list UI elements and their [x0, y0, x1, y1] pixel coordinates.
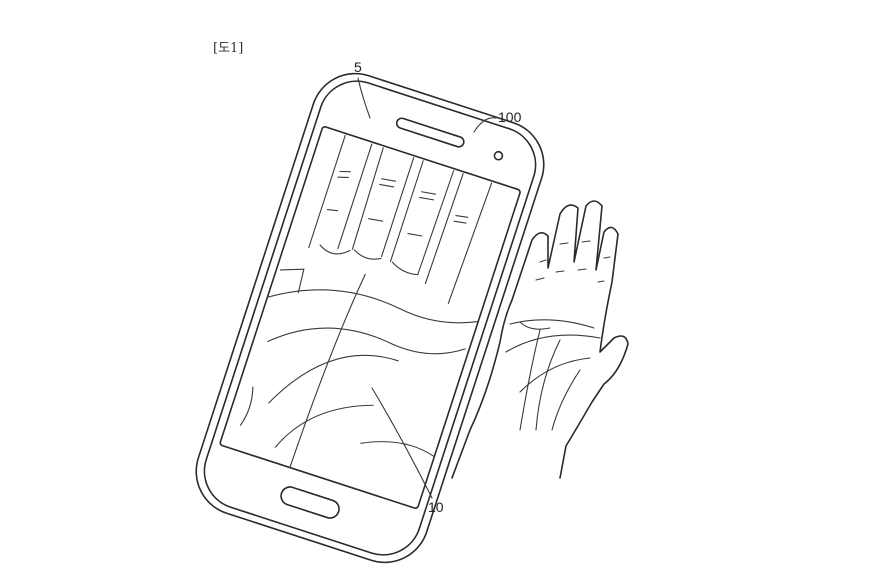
label-device-ref: 100 [498, 109, 522, 125]
palm-image-on-screen [239, 134, 493, 469]
leader-line-device [473, 117, 497, 133]
phone-bezel-outline [203, 80, 537, 556]
leader-line-palm-image [371, 387, 433, 499]
smartphone-device [195, 72, 545, 564]
speaker-grille-icon [395, 117, 465, 148]
figure-title: [도1] [213, 41, 243, 56]
callout-palm-image: 10 [371, 387, 444, 515]
hand-outline [451, 200, 629, 479]
callout-screen: 5 [354, 59, 371, 119]
callout-device: 100 [473, 109, 522, 133]
label-palm-image-ref: 10 [428, 499, 444, 515]
phone-body-outline [195, 72, 545, 564]
front-camera-icon [493, 150, 504, 161]
label-screen-ref: 5 [354, 59, 362, 75]
human-hand [451, 200, 629, 479]
phone-screen [219, 126, 521, 509]
leader-line-screen [357, 77, 371, 119]
home-button-icon [280, 486, 340, 519]
